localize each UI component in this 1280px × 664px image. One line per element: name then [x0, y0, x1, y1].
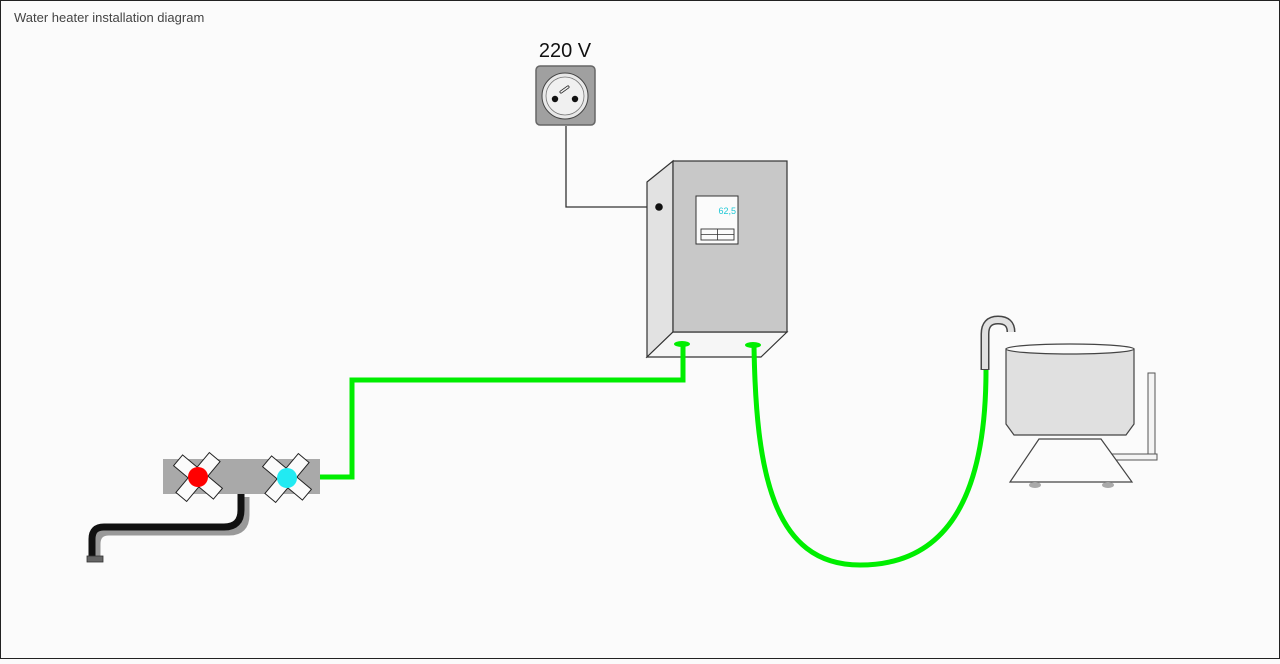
power-socket-icon: [535, 65, 596, 126]
cold-water-handle: [277, 468, 297, 488]
socket-voltage-label: 220 V: [539, 40, 592, 62]
inlet-hose: [319, 345, 686, 480]
washing-tub-icon: [980, 315, 1158, 488]
heater-temperature-display: 62,5: [718, 206, 736, 216]
hot-water-handle: [188, 467, 208, 487]
power-wire: [565, 126, 658, 208]
outlet-fitting: [745, 342, 761, 348]
outlet-hose: [751, 345, 989, 568]
inlet-fitting: [674, 341, 690, 347]
diagram-title: Water heater installation diagram: [14, 10, 205, 25]
mixer-tap-icon: [86, 451, 320, 563]
water-heater-icon: [645, 159, 789, 359]
